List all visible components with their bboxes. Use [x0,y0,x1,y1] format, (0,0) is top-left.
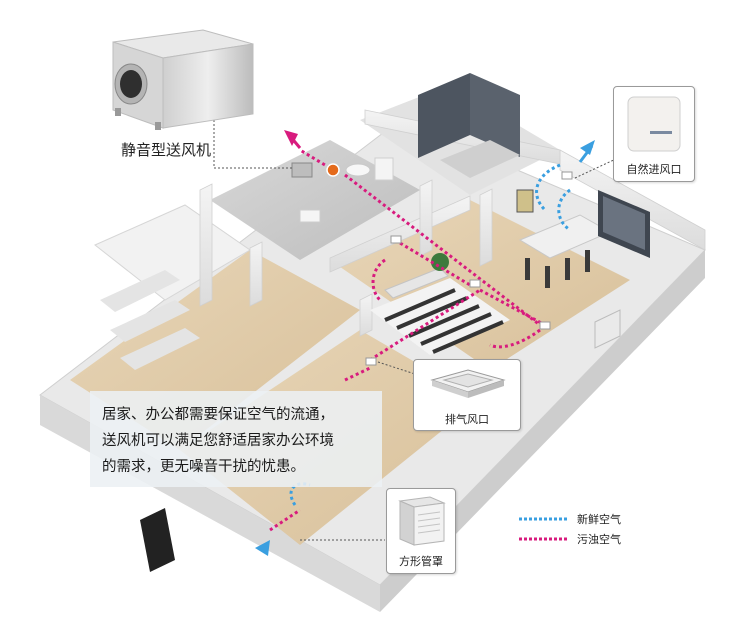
fan-box-icon [112,29,254,130]
square-hood-icon [398,496,446,546]
striped-rug [370,278,510,355]
caption-line-1: 居家、办公都需要保证空气的流通， [102,407,334,423]
vent-panel-icon [627,96,681,152]
square-hood-label: 方形管罩 [399,555,443,568]
fresh-air-paths [289,163,571,506]
kitchen-cabinets [418,73,520,178]
legend-fresh-air-label: 新鲜空气 [577,513,621,526]
dirty-air-swatch [519,537,567,541]
ceiling-grille-icon [430,369,506,398]
caption-line-3: 的需求，更无噪音干扰的忧患。 [102,459,305,475]
product-label: 静音型送风机 [121,141,212,159]
exhaust-outlet-label: 排气风口 [445,413,489,426]
dirty-air-paths [269,148,546,532]
square-hood-callout: 方形管罩 [386,488,456,574]
outdoor-duct-box [140,508,175,572]
legend-dirty-air-label: 污浊空气 [577,533,621,546]
natural-inlet-label: 自然进风口 [626,163,682,176]
natural-inlet-callout: 自然进风口 [613,86,695,182]
right-windows [598,190,650,258]
fresh-air-swatch [519,517,567,521]
exhaust-outlet-callout: 排气风口 [413,359,521,431]
caption-line-2: 送风机可以满足您舒适居家办公环境 [102,433,334,449]
caption-panel: 居家、办公都需要保证空气的流通， 送风机可以满足您舒适居家办公环境 的需求，更无… [90,391,382,487]
